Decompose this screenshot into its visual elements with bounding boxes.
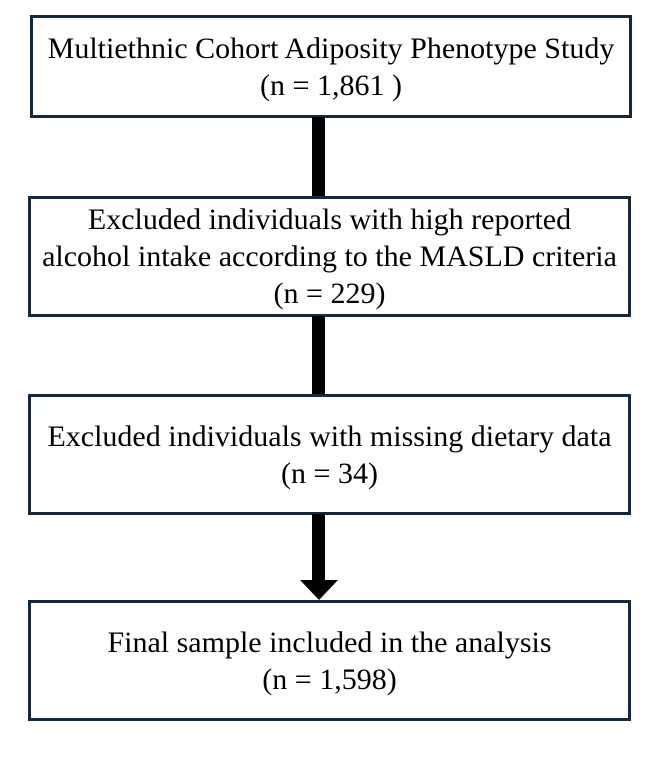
node-label: Excluded individuals with high reported — [87, 203, 572, 236]
flow-connector — [312, 316, 325, 395]
node-sample-size: (n = 229) — [273, 277, 386, 310]
node-label: Multiethnic Cohort Adiposity Phenotype S… — [47, 31, 615, 65]
flow-node-final-sample: Final sample included in the analysis (n… — [28, 600, 631, 721]
flow-connector — [312, 514, 325, 581]
arrow-down-icon — [300, 580, 338, 600]
node-label: Final sample included in the analysis — [107, 625, 552, 659]
flow-node-cohort: Multiethnic Cohort Adiposity Phenotype S… — [30, 15, 632, 118]
node-sample-size: (n = 1,598) — [262, 662, 397, 696]
flow-connector — [312, 117, 325, 197]
node-label: alcohol intake according to the MASLD cr… — [42, 240, 617, 273]
flow-node-excluded-alcohol: Excluded individuals with high reported … — [28, 196, 631, 317]
node-sample-size: (n = 34) — [281, 456, 378, 490]
node-label: Excluded individuals with missing dietar… — [47, 419, 612, 453]
node-sample-size: (n = 1,861 ) — [260, 68, 402, 102]
flow-node-excluded-dietary: Excluded individuals with missing dietar… — [28, 394, 631, 515]
